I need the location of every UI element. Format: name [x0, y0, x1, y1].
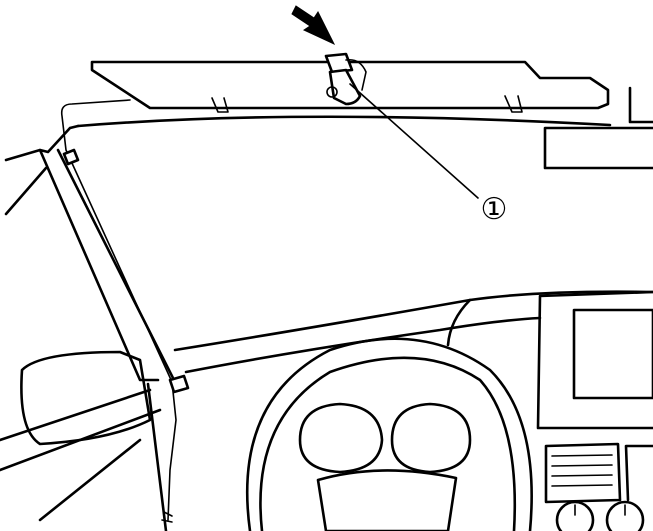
door-edge [38, 382, 168, 531]
rear-camera [324, 52, 367, 106]
control-knob-left [555, 500, 595, 531]
steering-wheel-rim [246, 337, 533, 531]
cable-clip-top [62, 148, 80, 166]
center-vent [544, 442, 622, 504]
camera-cable [60, 99, 177, 521]
control-knob-right [605, 500, 645, 531]
dashboard-cowl [184, 316, 542, 374]
cable-clip-bottom [168, 374, 190, 394]
headliner-edge-right [628, 86, 653, 124]
visor-clip-left [211, 97, 229, 113]
windshield-top-edge [76, 115, 612, 128]
a-pillar [4, 124, 160, 382]
visor-clip-right [504, 95, 523, 113]
control-knob-marks [574, 504, 626, 516]
door-line [0, 388, 162, 472]
center-display-bezel [536, 290, 653, 430]
gauge-right [390, 402, 472, 474]
callout-leader [349, 83, 479, 199]
side-mirror [20, 350, 152, 446]
dashboard-top [173, 290, 653, 352]
a-pillar-inner [56, 148, 177, 384]
steering-wheel-rim-inner [259, 356, 517, 531]
dashboard-vent-curve [446, 298, 472, 347]
arrow-down-right-icon [291, 5, 336, 46]
steering-hub [316, 469, 458, 531]
center-vent-right [624, 444, 653, 502]
center-display-screen [572, 308, 653, 400]
callout-label: ① [481, 192, 508, 227]
center-vent-slats [551, 454, 613, 487]
gauge-left [298, 402, 384, 474]
a-pillar-outer [4, 166, 48, 216]
rear-mirror [543, 126, 653, 170]
